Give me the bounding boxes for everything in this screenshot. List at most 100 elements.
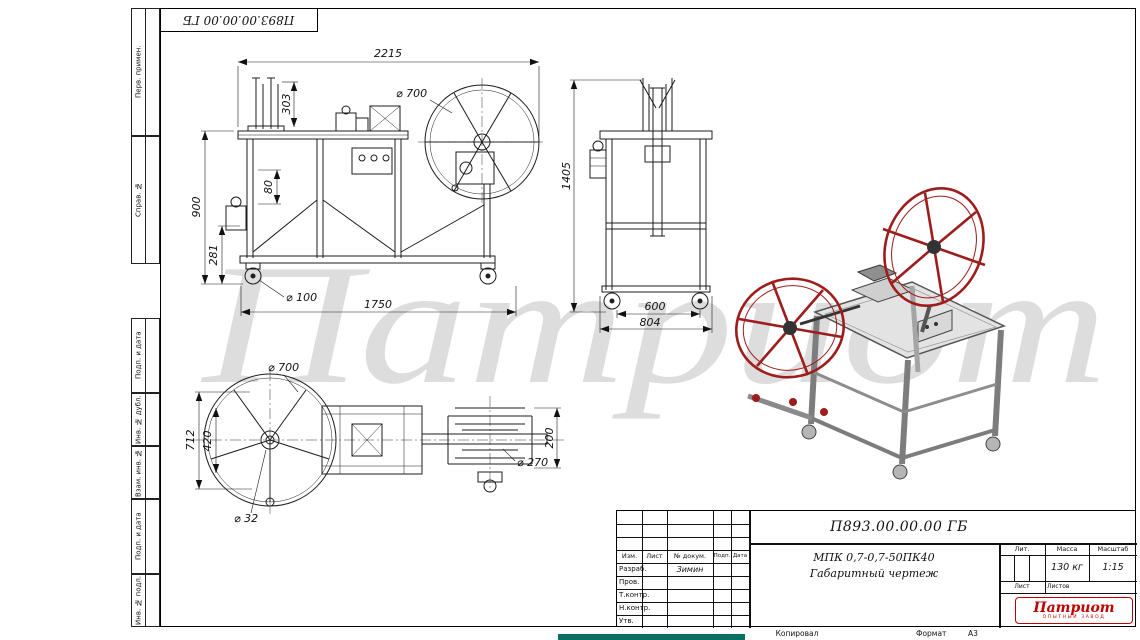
margin-box-divider — [145, 137, 146, 263]
tb-line — [999, 593, 1137, 594]
margin-label: Подп. и дата — [134, 331, 143, 380]
tb-massa-value: 130 кг — [1051, 562, 1083, 574]
tb-line — [749, 511, 751, 628]
caster-right — [479, 262, 497, 285]
dim-80: 80 — [262, 180, 275, 194]
centerlines — [192, 78, 565, 514]
margin-box-divider — [145, 500, 146, 573]
margin-label: Подп. и дата — [134, 512, 143, 561]
tb-title-line2: Габаритный чертеж — [809, 566, 939, 580]
dim-420: 420 — [201, 431, 214, 452]
tb-line — [617, 524, 749, 525]
margin-box-divider — [145, 447, 146, 498]
dimension-lines — [195, 58, 713, 514]
format-value: А3 — [968, 629, 978, 638]
dim-281: 281 — [207, 245, 220, 266]
patriot-logo: Патриот опытный завод — [1015, 597, 1133, 624]
tb-line — [617, 550, 749, 551]
margin-box-inv-podl: Инв. № подл. — [131, 574, 160, 627]
dim-200: 200 — [543, 428, 556, 449]
view-front — [589, 78, 713, 310]
dim-2215: 2215 — [374, 47, 402, 60]
dim-d700-top: ⌀ 700 — [268, 361, 299, 374]
dim-d700-side: ⌀ 700 — [396, 87, 427, 100]
tb-row-utv: Утв. — [619, 617, 634, 625]
red-reel-right — [882, 186, 986, 308]
bottom-bar — [558, 634, 745, 640]
margin-box-divider — [145, 319, 146, 392]
red-reel-left — [734, 277, 846, 379]
tb-row-prov: Пров. — [619, 578, 640, 586]
dim-1750: 1750 — [364, 298, 392, 311]
margin-label: Взам. инв. № — [134, 448, 143, 497]
tb-title-line1: МПК 0,7-0,7-50ПК40 — [813, 550, 935, 564]
tb-line — [617, 563, 749, 564]
margin-box-divider — [145, 575, 146, 626]
margin-label: Перв. примен. — [134, 45, 143, 99]
tb-line — [1089, 543, 1090, 581]
margin-label: Инв. № подл. — [134, 576, 143, 626]
margin-label: Справ. № — [134, 182, 143, 218]
tb-massa-label: Масса — [1056, 544, 1078, 553]
patriot-logo-text: Патриот — [1033, 599, 1115, 616]
tb-line — [642, 511, 643, 628]
tb-line — [1014, 555, 1015, 581]
tb-line — [713, 511, 714, 628]
iso-casters — [801, 424, 1001, 480]
margin-box-vzam-inv: Взам. инв. № — [131, 446, 160, 499]
tb-line — [731, 511, 732, 628]
view-isometric — [734, 186, 1007, 480]
dim-d270: ⌀ 270 — [517, 456, 548, 469]
tb-line — [617, 615, 749, 616]
dim-900: 900 — [190, 197, 203, 218]
tb-line — [617, 602, 749, 603]
tb-doc-number: П893.00.00.00 ГБ — [830, 519, 968, 535]
margin-box-divider — [145, 394, 146, 445]
dimension-texts: 2215 303 ⌀ 700 900 80 281 ⌀ 100 1750 140… — [184, 47, 666, 525]
tb-list-label: Лист — [1014, 583, 1030, 590]
format-label: Формат — [916, 629, 947, 638]
margin-box-inv-dubl: Инв. № дубл. — [131, 393, 160, 446]
kopiroval-label: Копировал — [775, 629, 819, 638]
tb-row-razrab: Разраб. — [619, 565, 647, 573]
dim-600: 600 — [645, 300, 666, 313]
rotated-doc-number-box: П893.00.00.00 ГБ — [161, 9, 318, 32]
tb-col-data: Дата — [732, 552, 748, 559]
tb-masshtab-value: 1:15 — [1102, 562, 1124, 574]
tb-line — [1029, 555, 1030, 581]
tb-masshtab-label: Масштаб — [1097, 544, 1129, 553]
caster-left — [244, 262, 262, 285]
tb-line — [617, 589, 749, 590]
dim-d32: ⌀ 32 — [234, 512, 258, 525]
title-block: Изм. Лист № докум. Подп. Дата Разраб. Зи… — [616, 510, 1137, 628]
margin-box-divider — [145, 9, 146, 135]
margin-label: Инв. № дубл. — [134, 395, 143, 444]
tb-lit-label: Лит. — [1014, 544, 1030, 553]
tb-line — [1045, 543, 1046, 593]
tb-row-tkontr: Т.контр. — [619, 591, 650, 599]
tb-line — [999, 543, 1001, 628]
margin-box-sprav: Справ. № — [131, 136, 160, 264]
tb-col-izm: Изм. — [621, 552, 638, 561]
dim-804: 804 — [640, 316, 661, 329]
tb-razrab-name: Зимин — [676, 564, 704, 574]
tb-col-dokum: № докум. — [673, 552, 707, 561]
patriot-logo-subtext: опытный завод — [1042, 614, 1106, 620]
tb-row-nkontr: Н.контр. — [619, 604, 651, 612]
dim-d100: ⌀ 100 — [286, 291, 317, 304]
margin-box-podp-data-1: Подп. и дата — [131, 318, 160, 393]
tb-line — [617, 576, 749, 577]
tb-line — [617, 537, 749, 538]
dim-303: 303 — [280, 94, 293, 115]
drawing-canvas: Патриот — [184, 47, 1108, 525]
tb-line — [999, 581, 1137, 582]
tb-listov-label: Листов — [1047, 583, 1070, 590]
margin-box-perv-primen: Перв. примен. — [131, 8, 160, 136]
tb-line — [999, 555, 1137, 556]
tb-line — [749, 543, 1137, 545]
margin-box-podp-data-2: Подп. и дата — [131, 499, 160, 574]
dim-712: 712 — [184, 430, 197, 451]
tb-line — [667, 511, 668, 628]
tb-col-podp: Подп. — [713, 552, 731, 559]
